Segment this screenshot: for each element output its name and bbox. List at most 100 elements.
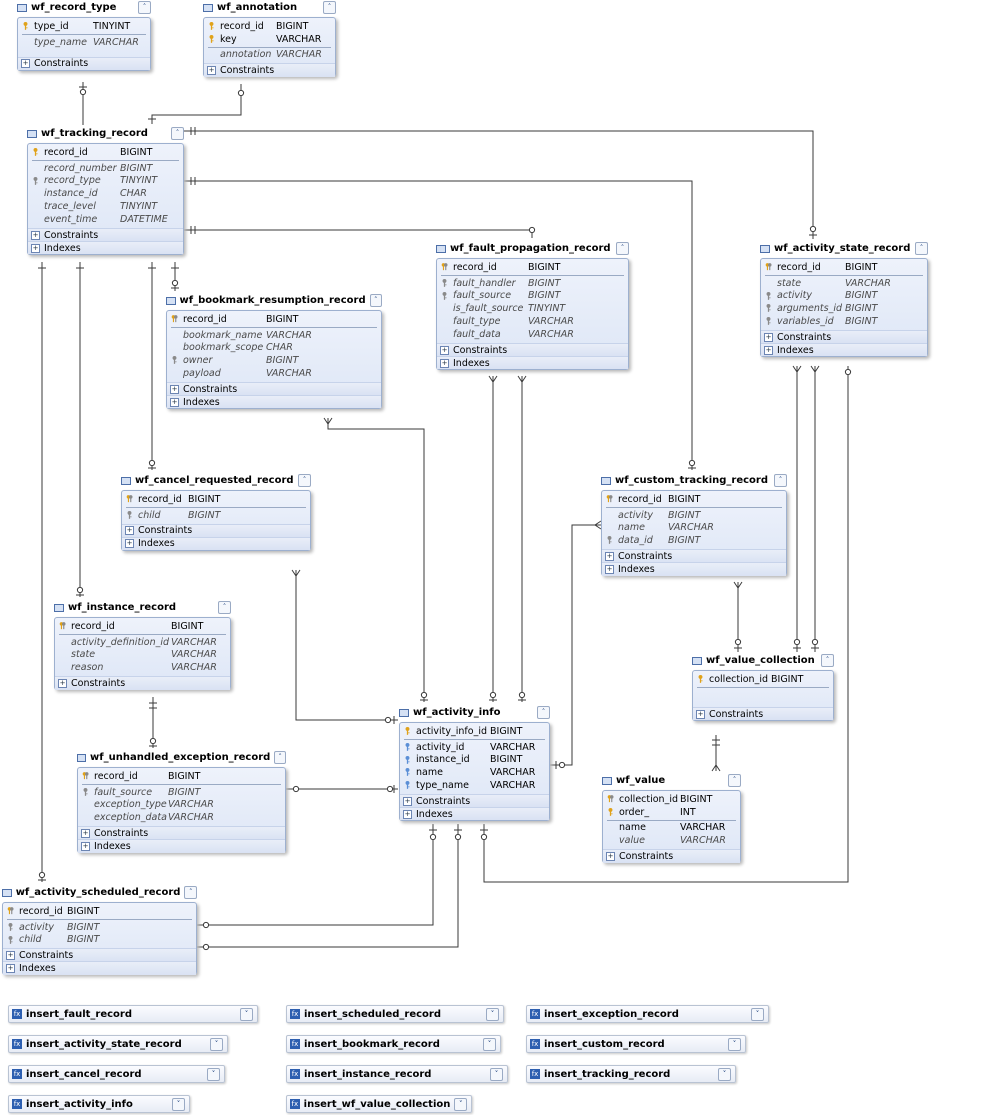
expand-icon[interactable]: + bbox=[170, 397, 179, 407]
expand-icon[interactable]: ˅ bbox=[172, 1097, 185, 1111]
expand-icon[interactable]: + bbox=[31, 230, 40, 240]
expand-icon[interactable]: + bbox=[440, 358, 449, 368]
expand-icon[interactable]: + bbox=[696, 709, 705, 719]
table-header[interactable]: wf_fault_propagation_record˄ bbox=[436, 240, 629, 257]
expand-icon[interactable]: ˅ bbox=[728, 1037, 741, 1051]
expand-icon[interactable]: + bbox=[58, 678, 67, 688]
expand-icon[interactable]: + bbox=[440, 345, 449, 355]
table-header[interactable]: wf_tracking_record˄ bbox=[27, 125, 184, 142]
expand-icon[interactable]: + bbox=[81, 828, 90, 838]
expand-icon[interactable]: ˅ bbox=[240, 1007, 253, 1021]
collapse-icon[interactable]: ˄ bbox=[138, 1, 151, 14]
section-constraints[interactable]: +Constraints bbox=[167, 381, 381, 396]
expand-icon[interactable]: + bbox=[605, 551, 614, 561]
collapse-icon[interactable]: ˄ bbox=[915, 242, 928, 255]
section-indexes[interactable]: +Indexes bbox=[400, 806, 549, 821]
table-header[interactable]: wf_activity_scheduled_record˄ bbox=[2, 884, 197, 901]
collapse-icon[interactable]: ˄ bbox=[616, 242, 629, 255]
expand-icon[interactable]: + bbox=[6, 964, 15, 974]
collapse-icon[interactable]: ˄ bbox=[274, 751, 286, 764]
table-header[interactable]: wf_activity_state_record˄ bbox=[760, 240, 928, 257]
table-header[interactable]: wf_annotation˄ bbox=[203, 0, 336, 16]
section-indexes[interactable]: +Indexes bbox=[122, 536, 310, 551]
table-header[interactable]: wf_value_collection˄ bbox=[692, 652, 834, 669]
collapse-icon[interactable]: ˄ bbox=[218, 601, 231, 614]
section-indexes[interactable]: +Indexes bbox=[602, 562, 786, 576]
expand-icon[interactable]: + bbox=[125, 539, 134, 549]
section-constraints[interactable]: +Constraints bbox=[761, 329, 927, 344]
expand-icon[interactable]: ˅ bbox=[486, 1007, 499, 1021]
expand-icon[interactable]: + bbox=[403, 809, 412, 819]
expand-icon[interactable]: ˅ bbox=[454, 1097, 467, 1111]
section-indexes[interactable]: +Indexes bbox=[78, 839, 285, 853]
section-constraints[interactable]: +Constraints bbox=[400, 793, 549, 808]
expand-icon[interactable]: ˅ bbox=[483, 1037, 496, 1051]
collapse-icon[interactable]: ˄ bbox=[774, 474, 787, 487]
expand-icon[interactable]: + bbox=[764, 345, 773, 355]
expand-icon[interactable]: + bbox=[606, 851, 615, 861]
table-header[interactable]: wf_bookmark_resumption_record˄ bbox=[166, 292, 382, 309]
column-row[interactable]: order_INT bbox=[603, 806, 740, 819]
table-header[interactable]: wf_custom_tracking_record˄ bbox=[601, 472, 787, 489]
section-indexes[interactable]: +Indexes bbox=[28, 240, 183, 255]
section-constraints[interactable]: +Constraints bbox=[693, 706, 833, 721]
section-constraints[interactable]: +Constraints bbox=[437, 342, 628, 357]
expand-icon[interactable]: ˅ bbox=[718, 1067, 731, 1081]
collapse-icon[interactable]: ˄ bbox=[821, 654, 834, 667]
expand-icon[interactable]: + bbox=[31, 243, 40, 253]
expand-icon[interactable]: ˅ bbox=[210, 1037, 223, 1051]
section-constraints[interactable]: +Constraints bbox=[204, 63, 335, 77]
collapse-icon[interactable]: ˄ bbox=[298, 474, 311, 487]
expand-icon[interactable]: ˅ bbox=[751, 1007, 764, 1021]
table-header[interactable]: wf_instance_record˄ bbox=[54, 599, 231, 616]
expand-icon[interactable]: ˅ bbox=[490, 1067, 503, 1081]
collapse-icon[interactable]: ˄ bbox=[369, 294, 382, 307]
collapse-icon[interactable]: ˄ bbox=[323, 1, 336, 14]
